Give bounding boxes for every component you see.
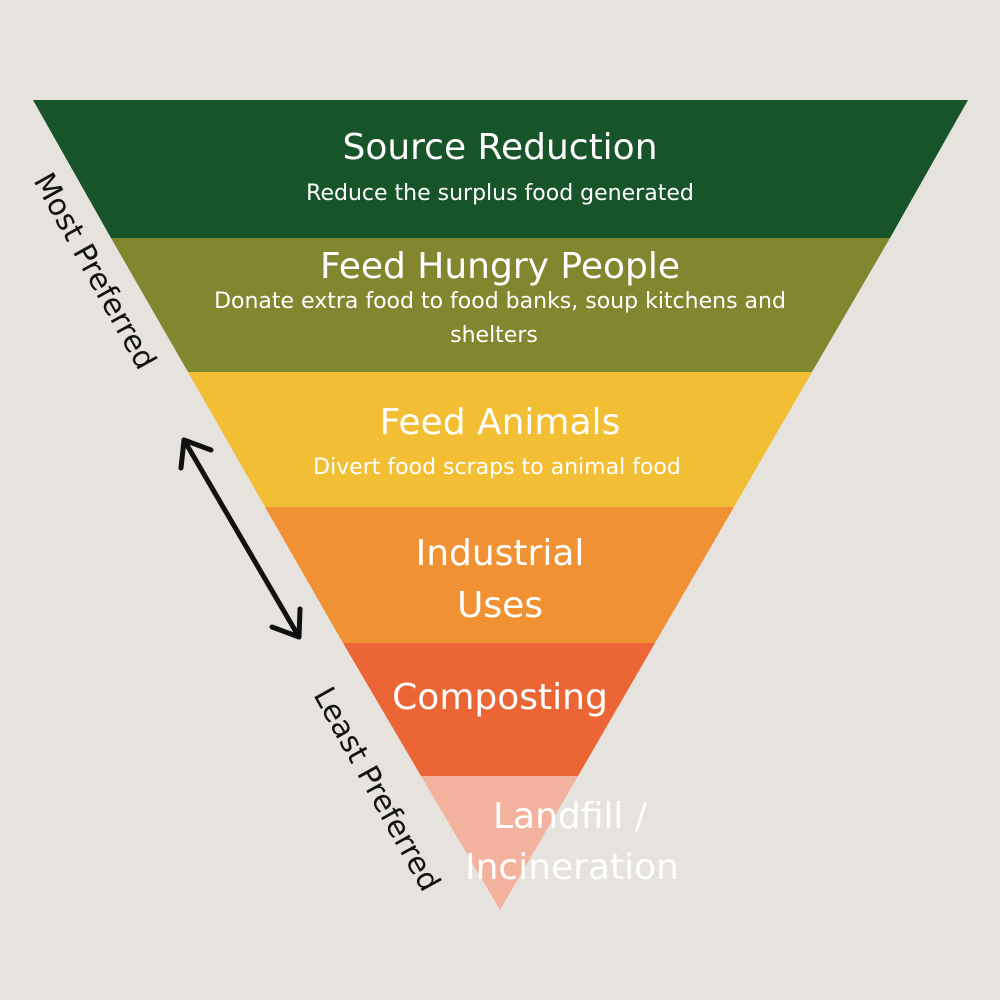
tier-title-feed-hungry-people: Feed Hungry People xyxy=(320,246,680,287)
tier-title-composting: Composting xyxy=(392,677,608,718)
tier-industrial-uses xyxy=(265,507,734,643)
tier-title-industrial-uses-line1: Industrial xyxy=(416,533,585,574)
tier-source-reduction xyxy=(33,100,968,238)
tier-subtitle-feed-animals: Divert food scraps to animal food xyxy=(313,455,681,480)
tier-title-feed-animals: Feed Animals xyxy=(380,402,621,443)
tier-title-landfill-line1: Landfill / xyxy=(493,796,648,837)
tier-title-landfill-line2: Incineration xyxy=(465,847,679,888)
tier-feed-animals xyxy=(188,372,812,507)
tier-subtitle-source-reduction: Reduce the surplus food generated xyxy=(306,181,694,206)
tier-landfill-incineration xyxy=(421,776,578,910)
tier-title-source-reduction: Source Reduction xyxy=(342,127,657,168)
tier-composting xyxy=(343,643,655,776)
preference-double-arrow-icon xyxy=(178,437,303,640)
tier-subtitle-feed-hungry-people-line1: Donate extra food to food banks, soup ki… xyxy=(214,289,786,314)
tier-subtitle-feed-hungry-people-line2: shelters xyxy=(450,323,538,348)
tier-title-industrial-uses-line2: Uses xyxy=(457,585,543,626)
tier-feed-hungry-people xyxy=(111,238,890,372)
